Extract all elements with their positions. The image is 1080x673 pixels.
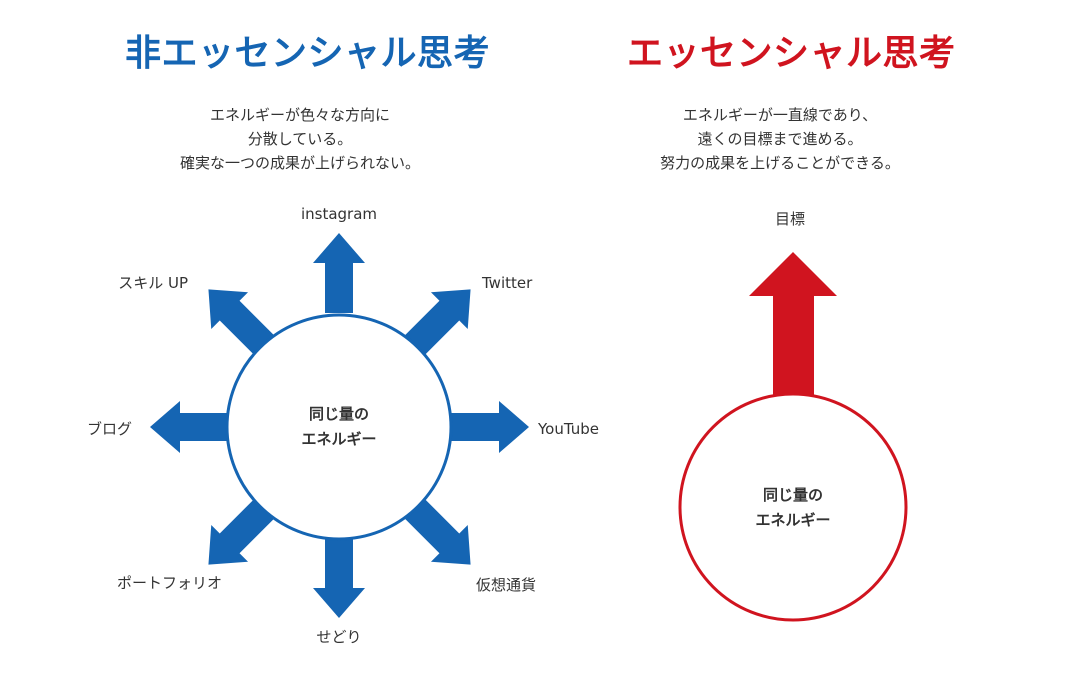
scatter-diagram: 同じ量の エネルギー instagram Twitter YouTube 仮想通… <box>87 205 599 646</box>
left-energy-circle <box>225 313 453 541</box>
goal-label: 目標 <box>775 210 805 228</box>
arrow-label-skill-up: スキル UP <box>118 274 188 292</box>
right-description: エネルギーが一直線であり、 遠くの目標まで進める。 努力の成果を上げることができ… <box>620 103 940 175</box>
arrow-label-portfolio: ポートフォリオ <box>117 574 222 592</box>
right-description-line: 努力の成果を上げることができる。 <box>660 154 900 172</box>
arrow-up-icon <box>749 252 837 397</box>
arrow-down-right-icon <box>404 498 471 565</box>
left-center-label-line1: 同じ量の <box>309 405 369 423</box>
arrow-label-blog: ブログ <box>87 420 132 438</box>
arrow-left-icon <box>150 401 230 453</box>
right-center-label-line1: 同じ量の <box>763 486 823 504</box>
right-title: エッセンシャル思考 <box>627 33 956 74</box>
arrow-up-right-icon <box>404 289 471 356</box>
left-description: エネルギーが色々な方向に 分散している。 確実な一つの成果が上げられない。 <box>150 103 450 175</box>
arrow-up-icon <box>313 233 365 313</box>
arrow-right-icon <box>449 401 529 453</box>
arrow-down-icon <box>313 538 365 618</box>
right-description-line: エネルギーが一直線であり、 <box>682 106 878 124</box>
arrow-label-sedori: せどり <box>316 628 361 646</box>
left-title: 非エッセンシャル思考 <box>125 33 491 74</box>
right-description-line: 遠くの目標まで進める。 <box>697 130 863 148</box>
arrow-label-crypto: 仮想通貨 <box>476 576 536 594</box>
arrow-label-twitter: Twitter <box>481 274 533 292</box>
arrow-up-left-icon <box>208 289 275 356</box>
left-description-line: 確実な一つの成果が上げられない。 <box>179 154 420 172</box>
arrow-down-left-icon <box>208 498 275 565</box>
arrow-label-youtube: YouTube <box>537 420 599 438</box>
focus-diagram: 同じ量の エネルギー 目標 <box>678 210 908 622</box>
right-energy-circle <box>678 392 908 622</box>
left-description-line: 分散している。 <box>247 130 353 148</box>
arrow-label-instagram: instagram <box>301 205 377 223</box>
left-center-label-line2: エネルギー <box>301 430 376 448</box>
left-description-line: エネルギーが色々な方向に <box>209 106 390 124</box>
right-center-label-line2: エネルギー <box>755 511 830 529</box>
